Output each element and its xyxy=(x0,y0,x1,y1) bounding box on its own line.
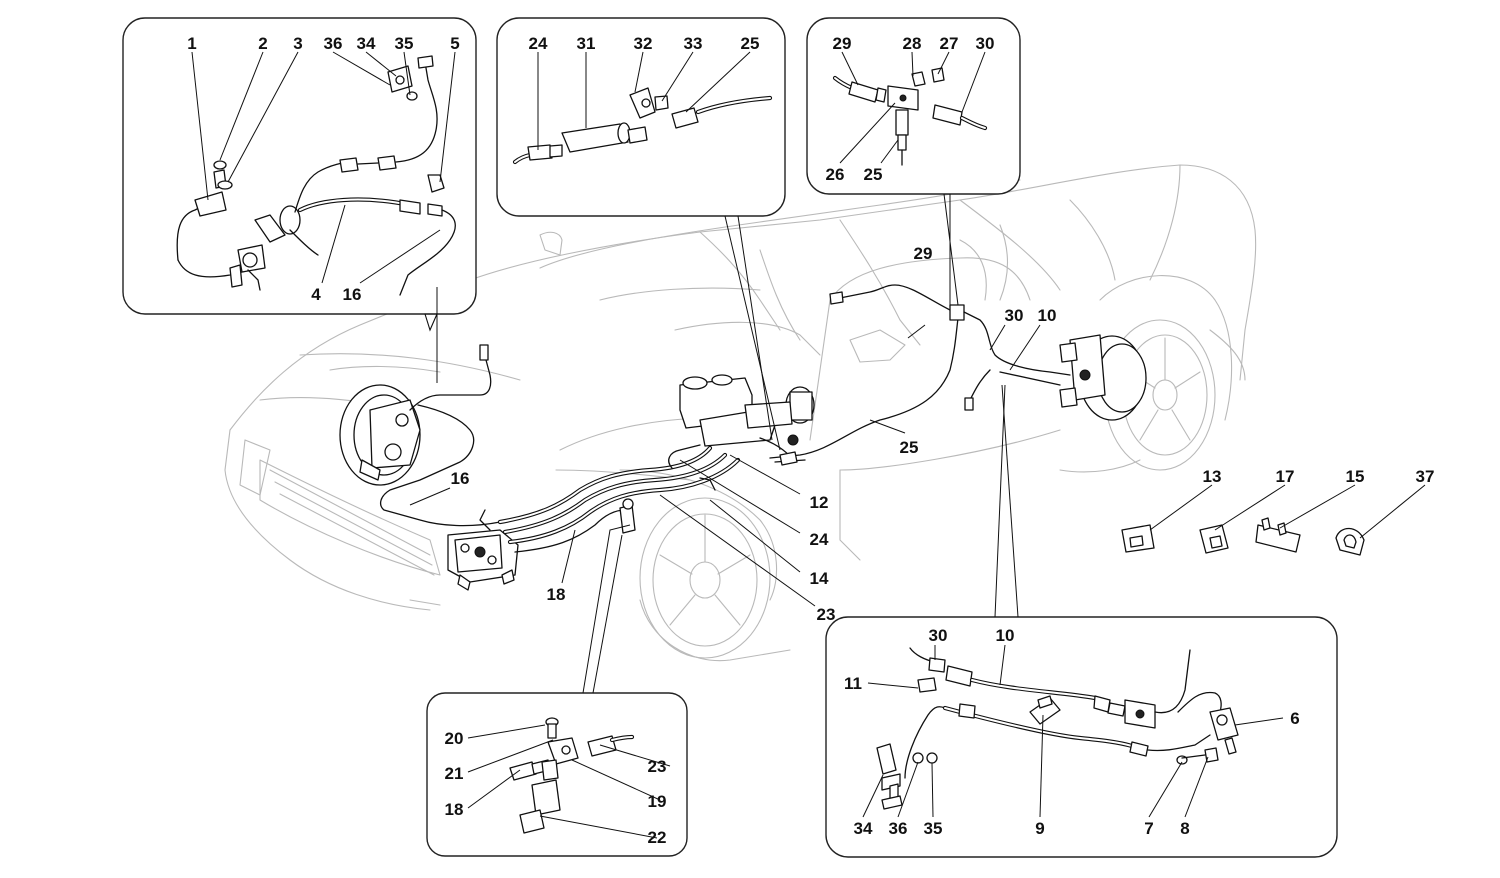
rear-pipes-and-tee xyxy=(769,284,1071,466)
rear-caliper-assembly xyxy=(1059,334,1147,421)
callout-30: 30 xyxy=(1005,306,1024,325)
callout-30: 30 xyxy=(976,34,995,53)
callout-15: 15 xyxy=(1346,467,1365,486)
callout-33: 33 xyxy=(684,34,703,53)
callout-11: 11 xyxy=(844,674,862,693)
callout-21: 21 xyxy=(445,764,464,783)
callout-3: 3 xyxy=(293,34,302,53)
brake-servo-and-pedal xyxy=(339,344,501,527)
callout-17: 17 xyxy=(1276,467,1295,486)
inset-rear-lines xyxy=(825,616,1338,858)
callout-29: 29 xyxy=(833,34,852,53)
callout-35: 35 xyxy=(395,34,414,53)
callout-25: 25 xyxy=(741,34,760,53)
callout-19: 19 xyxy=(648,792,667,811)
callout-24: 24 xyxy=(529,34,548,53)
callout-27: 27 xyxy=(940,34,959,53)
callout-10: 10 xyxy=(1038,306,1057,325)
callout-2: 2 xyxy=(258,34,267,53)
callout-13: 13 xyxy=(1203,467,1222,486)
callout-4: 4 xyxy=(311,285,321,304)
callout-24: 24 xyxy=(810,530,829,549)
callout-37: 37 xyxy=(1416,467,1435,486)
callout-32: 32 xyxy=(634,34,653,53)
callout-5: 5 xyxy=(450,34,459,53)
callout-1: 1 xyxy=(187,34,196,53)
callout-28: 28 xyxy=(903,34,922,53)
leader-lines xyxy=(191,51,1426,839)
callout-26: 26 xyxy=(826,165,845,184)
callout-34: 34 xyxy=(854,819,873,838)
sensor-near-wheel xyxy=(619,498,636,534)
callout-7: 7 xyxy=(1144,819,1153,838)
callout-31: 31 xyxy=(577,34,596,53)
callout-20: 20 xyxy=(445,729,464,748)
car-body-outline xyxy=(224,164,1257,662)
master-cylinder-reservoir xyxy=(668,374,815,469)
callout-23: 23 xyxy=(648,757,667,776)
brake-pipe-bundle xyxy=(479,445,741,553)
callout-16: 16 xyxy=(343,285,362,304)
callout-25: 25 xyxy=(900,438,919,457)
callout-36: 36 xyxy=(889,819,908,838)
callout-29: 29 xyxy=(914,244,933,263)
inset-tee-fitting xyxy=(806,17,1021,195)
callout-36: 36 xyxy=(324,34,343,53)
callout-34: 34 xyxy=(357,34,376,53)
abs-hydraulic-unit xyxy=(447,529,519,591)
callout-9: 9 xyxy=(1035,819,1044,838)
callout-18: 18 xyxy=(445,800,464,819)
callout-6: 6 xyxy=(1290,709,1299,728)
callout-35: 35 xyxy=(924,819,943,838)
callout-23: 23 xyxy=(817,605,836,624)
callout-18: 18 xyxy=(547,585,566,604)
callout-12: 12 xyxy=(810,493,829,512)
loose-clips xyxy=(1121,517,1365,556)
callout-16: 16 xyxy=(451,469,470,488)
callout-14: 14 xyxy=(810,569,829,588)
callout-30: 30 xyxy=(929,626,948,645)
inset-pedal-sensor xyxy=(122,17,477,315)
callout-10: 10 xyxy=(996,626,1015,645)
callout-labels: 1 2 3 36 34 35 5 4 16 24 31 32 33 25 29 … xyxy=(187,34,1434,847)
callout-8: 8 xyxy=(1180,819,1189,838)
callout-22: 22 xyxy=(648,828,667,847)
callout-25: 25 xyxy=(864,165,883,184)
inset-pressure-valve xyxy=(496,17,786,217)
